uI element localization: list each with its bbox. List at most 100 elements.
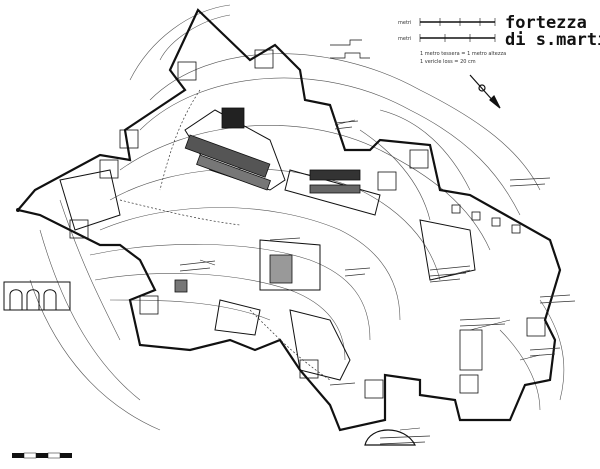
dotted-path: [249, 309, 331, 381]
battlement: [491, 217, 501, 227]
legend-block: metri metri 1 metro tessera = 1 metro al…: [330, 18, 506, 65]
dotted-path: [119, 199, 241, 226]
scribble: [429, 272, 467, 277]
inner-walls: [59, 109, 476, 381]
small-hatched-square: [174, 279, 188, 293]
bastion: [459, 329, 483, 371]
scribble: [429, 265, 471, 271]
dotted-path: [159, 89, 201, 191]
contour-line: [159, 14, 231, 61]
contour-line: [539, 299, 565, 401]
scribble: [334, 120, 359, 124]
contour-line: [119, 125, 491, 251]
arcade-elevation-detail: [3, 281, 71, 311]
contour-line: [99, 207, 401, 321]
bastion: [119, 129, 139, 149]
scribble: [539, 294, 571, 298]
fortress-perimeter-wall: [15, 8, 562, 432]
barracks-block: [184, 134, 271, 178]
scribble: [539, 300, 576, 304]
scribble: [179, 267, 211, 272]
north-arrow-icon: [469, 74, 501, 109]
legend-line-1: 1 metro tessera = 1 metro altezza: [420, 51, 506, 57]
inner-wall: [184, 109, 286, 191]
barracks-block: [309, 169, 361, 181]
scribble: [344, 267, 371, 271]
annotation-scribbles: [179, 120, 576, 445]
arcade-arch: [26, 289, 40, 310]
plan-title-line-1: fortezza: [505, 13, 587, 33]
contour-line: [129, 4, 231, 81]
contour-line: [379, 109, 471, 191]
inner-wall: [59, 169, 121, 231]
scale-ticks-top: [419, 18, 496, 26]
inner-wall: [289, 309, 351, 381]
contour-lines: [29, 4, 565, 431]
inner-wall: [419, 219, 476, 281]
scribble: [529, 347, 561, 351]
scribble: [529, 353, 556, 357]
gate-arch: [364, 429, 416, 446]
leader-line: [199, 259, 216, 266]
courtyard-tower: [269, 254, 293, 284]
bastion: [254, 49, 274, 69]
contour-line: [499, 329, 541, 411]
scribble: [344, 273, 366, 277]
legend-swatches: [330, 39, 370, 59]
bastion: [409, 149, 429, 169]
bastion: [526, 317, 546, 337]
bastion: [139, 295, 159, 315]
contour-line: [94, 273, 346, 361]
scale-label-top: metri: [398, 20, 411, 26]
arcade-arch: [43, 289, 57, 310]
bastion: [69, 219, 89, 239]
barracks-blocks: [174, 107, 361, 293]
arcade-outline: [3, 281, 71, 311]
bastion: [377, 171, 397, 191]
scale-segment: [60, 453, 72, 458]
battlements: [451, 204, 521, 234]
scribble: [334, 126, 353, 130]
scale-ticks-bottom: [419, 34, 496, 42]
battlement: [471, 211, 481, 221]
contour-line: [89, 244, 371, 341]
contour-line: [139, 77, 521, 216]
scribble: [459, 317, 501, 321]
inner-wall: [214, 299, 261, 336]
scale-segment: [36, 453, 48, 458]
scribble: [509, 183, 546, 187]
bastion: [99, 159, 119, 179]
scale-label-bottom: metri: [398, 36, 411, 42]
legend-swatch: [330, 52, 370, 59]
bottom-scale-bar: [12, 452, 72, 459]
inner-wall: [259, 239, 321, 291]
dotted-paths: [119, 89, 331, 381]
legend-swatch: [330, 39, 362, 46]
scribble: [179, 260, 216, 266]
contour-line: [39, 229, 141, 401]
bastion: [177, 61, 197, 81]
scribble: [509, 177, 551, 181]
barracks-block: [196, 154, 271, 191]
scribble: [269, 237, 301, 241]
scribble: [429, 278, 461, 283]
north-arrow-circle: [478, 84, 486, 92]
scribble: [379, 435, 431, 439]
central-keep: [221, 107, 245, 129]
arcade-arch: [9, 289, 23, 310]
scale-segment: [12, 453, 24, 458]
contour-line: [149, 53, 541, 191]
scribble: [459, 323, 506, 327]
scale-segment: [23, 452, 37, 459]
bastion: [299, 359, 319, 379]
leader-line: [399, 427, 421, 431]
contour-line: [59, 199, 121, 341]
bastion: [459, 374, 479, 394]
contour-line: [109, 299, 271, 321]
leader-line: [429, 269, 471, 281]
contour-line: [29, 279, 161, 431]
scribble: [379, 441, 426, 445]
bastion: [364, 379, 384, 399]
plan-title-line-2: di s.martino: [505, 30, 600, 50]
